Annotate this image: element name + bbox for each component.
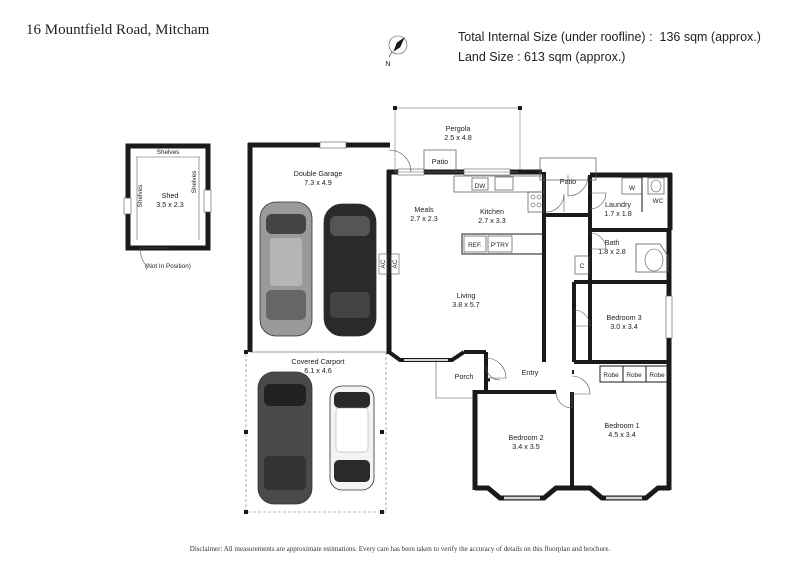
pergola-name: Pergola [446,124,471,133]
porch-entry: Porch Entry [435,357,539,399]
bath-size: 1.8 x 2.8 [598,247,626,256]
shed-shelves-right: Shelves [191,171,198,194]
porch-name: Porch [455,372,474,381]
pergola: Pergola 2.5 x 4.8 [393,106,522,174]
living-size: 3.8 x 5.7 [452,300,480,309]
ac-units: AC AC [378,253,400,275]
bedroom2-name: Bedroom 2 [508,433,543,442]
dishwasher-label: DW [475,183,487,190]
land-size-line: Land Size : 613 sqm (approx.) [458,50,626,64]
kitchen-fixtures: DW REF. P'TRY [453,175,545,255]
ac-label-1: AC [380,259,387,268]
carport-name: Covered Carport [291,357,344,366]
cupboard-label: C [580,263,585,270]
patio-left: Patio [388,149,457,173]
double-garage-name: Double Garage [294,169,343,178]
bedroom-1: Robe Robe Robe Bedroom 1 4.5 x 3.4 [571,372,665,439]
bedroom-3: Bedroom 3 3.0 x 3.4 [573,309,642,331]
covered-carport: Covered Carport 6.1 x 4.6 [244,350,387,514]
kitchen-size: 2.7 x 3.3 [478,216,506,225]
bedroom1-name: Bedroom 1 [604,421,639,430]
kitchen-name: Kitchen [480,207,504,216]
shed-shelves-left: Shelves [137,185,144,208]
wc-label: WC [653,198,664,205]
compass-icon: N [385,35,408,68]
shed-size: 3.5 x 2.3 [156,200,184,209]
internal-size-value: 136 sqm (approx.) [659,30,761,44]
meals-size: 2.7 x 2.3 [410,214,438,223]
internal-size-label: Total Internal Size (under roofline) : [458,30,653,44]
living-name: Living [457,291,476,300]
laundry-size: 1.7 x 1.8 [604,209,632,218]
car-icon [259,201,313,337]
shed-name: Shed [162,191,179,200]
bedroom2-size: 3.4 x 3.5 [512,442,540,451]
double-garage-size: 7.3 x 4.9 [304,178,332,187]
internal-size-line: Total Internal Size (under roofline) : 1… [458,30,761,44]
bath-name: Bath [605,238,620,247]
robe-3-label: Robe [649,372,665,379]
compass-north-label: N [385,59,390,68]
fridge-label: REF. [468,242,482,249]
pantry-label: P'TRY [491,242,510,249]
bedroom3-name: Bedroom 3 [606,313,641,322]
car-icon [323,203,377,337]
shed-note: (Not In Position) [145,263,191,270]
ac-label-2: AC [392,259,399,268]
disclaimer: Disclaimer: All measurements are approxi… [189,545,611,553]
laundry: W WC Laundry 1.7 x 1.8 [545,175,665,218]
patio-right: Patio [539,157,597,197]
robe-2-label: Robe [626,372,642,379]
laundry-name: Laundry [605,200,631,209]
entry-name: Entry [522,368,539,377]
bedroom-2: Bedroom 2 3.4 x 3.5 [508,391,573,451]
car-icon [257,371,313,505]
carport-size: 6.1 x 4.6 [304,366,332,375]
robe-1-label: Robe [603,372,619,379]
patio-left-name: Patio [432,157,448,166]
bedroom1-size: 4.5 x 3.4 [608,430,636,439]
double-garage: Double Garage 7.3 x 4.9 [247,141,390,353]
shed-shelves-top: Shelves [157,149,180,156]
car-icon [329,385,375,491]
pergola-size: 2.5 x 4.8 [444,133,472,142]
meals-name: Meals [414,205,434,214]
bath: Bath 1.8 x 2.8 C [574,232,669,275]
washer-label: W [629,185,636,192]
shed: Shelves Shelves Shelves Shed 3.5 x 2.3 (… [123,143,212,270]
bedroom3-size: 3.0 x 3.4 [610,322,638,331]
property-address: 16 Mountfield Road, Mitcham [26,22,210,38]
